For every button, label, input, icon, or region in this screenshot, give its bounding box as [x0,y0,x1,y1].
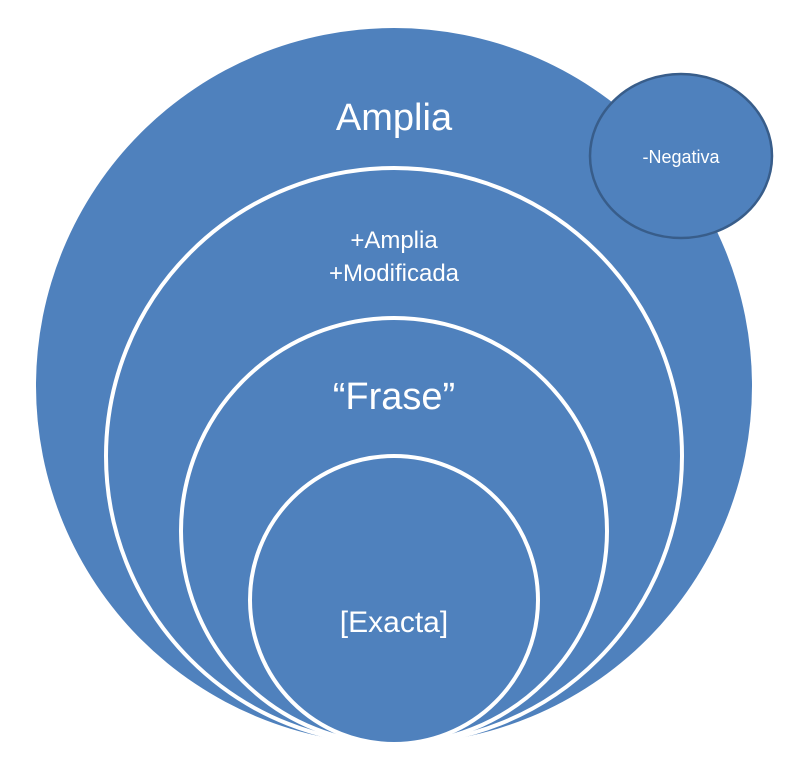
circle-negativa-shape [588,72,774,240]
circle-exacta-shape [248,454,540,746]
label-amplia: Amplia [336,97,453,139]
label-amplia-line: +Amplia [350,227,438,254]
label-frase: “Frase” [333,376,455,418]
label-negativa: -Negativa [642,147,720,167]
circle-exacta: [Exacta] [248,454,540,746]
circle-negativa: -Negativa [588,72,774,240]
label-modificada-line: +Modificada [329,260,460,287]
label-exacta: [Exacta] [340,606,448,639]
